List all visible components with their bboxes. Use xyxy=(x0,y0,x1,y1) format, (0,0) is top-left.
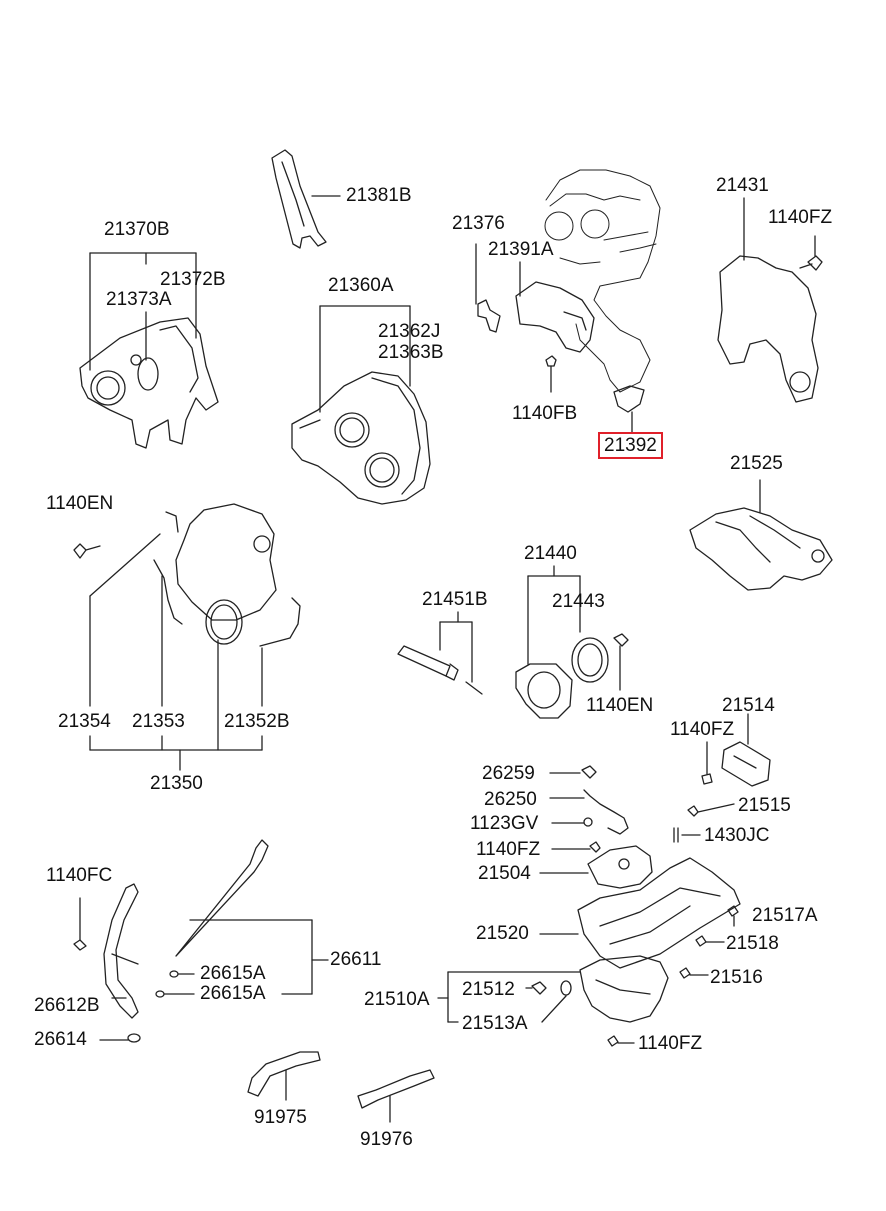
part-label-21515[interactable]: 21515 xyxy=(738,795,791,816)
bolt-1140fz-b[interactable] xyxy=(551,841,601,853)
timing-belt-rear-cover[interactable] xyxy=(79,252,219,449)
cylinder-head-cover-plate[interactable] xyxy=(515,261,595,353)
part-label-21360a[interactable]: 21360A xyxy=(328,275,394,296)
upper-oil-pan[interactable] xyxy=(539,857,741,969)
wiring-bracket-91975[interactable] xyxy=(247,1051,321,1101)
bolt-21516[interactable] xyxy=(679,967,709,979)
part-label-21353[interactable]: 21353 xyxy=(132,711,185,732)
part-label-21504[interactable]: 21504 xyxy=(478,863,531,884)
part-label-21373a[interactable]: 21373A xyxy=(106,289,172,310)
timing-belt-upper-cover[interactable] xyxy=(291,305,431,505)
part-label-1430jc[interactable]: 1430JC xyxy=(704,825,770,846)
lower-oil-pan[interactable] xyxy=(437,955,669,1023)
part-label-26615a-upper[interactable]: 26615A xyxy=(200,963,266,984)
bolt-1140en-right[interactable] xyxy=(613,633,629,691)
part-label-21443[interactable]: 21443 xyxy=(552,591,605,612)
bolt-1140fb[interactable] xyxy=(545,355,557,393)
part-label-21350[interactable]: 21350 xyxy=(150,773,203,794)
part-label-1140fz-top[interactable]: 1140FZ xyxy=(768,207,833,228)
part-label-26250[interactable]: 26250 xyxy=(484,789,537,810)
part-label-21514[interactable]: 21514 xyxy=(722,695,775,716)
timing-belt-guide-rail[interactable] xyxy=(271,149,341,249)
part-label-21372b[interactable]: 21372B xyxy=(160,269,226,290)
part-label-21517a[interactable]: 21517A xyxy=(752,905,818,926)
part-label-26612b[interactable]: 26612B xyxy=(34,995,100,1016)
part-label-21391a[interactable]: 21391A xyxy=(488,239,554,260)
part-label-21518[interactable]: 21518 xyxy=(726,933,779,954)
part-label-1140fz-bottom[interactable]: 1140FZ xyxy=(638,1033,703,1054)
oil-pickup-pipe[interactable] xyxy=(549,765,629,835)
dipstick-ring-lower[interactable] xyxy=(155,990,195,998)
highlighted-bracket-21392[interactable] xyxy=(613,385,645,433)
part-label-21352b[interactable]: 21352B xyxy=(224,711,290,732)
bolt-21517a[interactable] xyxy=(727,905,739,927)
part-label-21513a[interactable]: 21513A xyxy=(462,1013,528,1034)
sealant-tube[interactable] xyxy=(397,611,483,695)
part-label-21520[interactable]: 21520 xyxy=(476,923,529,944)
oil-baffle[interactable] xyxy=(539,845,653,889)
drain-plug-gasket[interactable] xyxy=(541,980,572,1023)
part-label-21363b[interactable]: 21363B xyxy=(378,342,444,363)
bolt-1140en-left[interactable] xyxy=(73,543,101,559)
drain-plug[interactable] xyxy=(525,981,547,995)
part-label-91976[interactable]: 91976 xyxy=(360,1129,413,1150)
tensioner-bracket[interactable] xyxy=(475,243,501,333)
oil-pan-gasket-plate[interactable] xyxy=(721,713,771,787)
part-label-26259[interactable]: 26259 xyxy=(482,763,535,784)
part-label-1140fz-mid[interactable]: 1140FZ xyxy=(670,719,735,740)
oil-dipstick[interactable] xyxy=(175,839,329,995)
timing-belt-lower-cover[interactable] xyxy=(89,503,301,771)
part-label-91975[interactable]: 91975 xyxy=(254,1107,307,1128)
part-label-21381b[interactable]: 21381B xyxy=(346,185,412,206)
part-label-21431[interactable]: 21431 xyxy=(716,175,769,196)
bolt-21518[interactable] xyxy=(695,935,725,947)
pin-1430jc[interactable] xyxy=(673,827,701,843)
wiring-bracket-91976[interactable] xyxy=(357,1069,435,1123)
part-label-21512[interactable]: 21512 xyxy=(462,979,515,1000)
bolt-1140fz-mid[interactable] xyxy=(701,741,713,785)
part-label-21510a[interactable]: 21510A xyxy=(364,989,430,1010)
part-label-26614[interactable]: 26614 xyxy=(34,1029,87,1050)
oil-seal-case[interactable] xyxy=(515,565,581,719)
part-label-1123gv[interactable]: 1123GV xyxy=(470,813,539,834)
bolt-1140fc[interactable] xyxy=(73,897,87,951)
part-label-21451b[interactable]: 21451B xyxy=(422,589,488,610)
part-label-1140en-right[interactable]: 1140EN xyxy=(586,695,654,716)
part-label-1140fc[interactable]: 1140FC xyxy=(46,865,113,886)
part-label-21516[interactable]: 21516 xyxy=(710,967,763,988)
part-label-21362j[interactable]: 21362J xyxy=(378,321,441,342)
dipstick-guide-tube[interactable] xyxy=(103,883,139,1019)
bolt-1140fz-bottom[interactable] xyxy=(607,1035,635,1047)
rear-plate[interactable] xyxy=(717,197,819,403)
part-label-26611[interactable]: 26611 xyxy=(330,949,382,970)
part-label-26615a-lower[interactable]: 26615A xyxy=(200,983,266,1004)
part-label-21376[interactable]: 21376 xyxy=(452,213,505,234)
part-label-1140en-left[interactable]: 1140EN xyxy=(46,493,114,514)
part-label-21354[interactable]: 21354 xyxy=(58,711,111,732)
part-label-21440[interactable]: 21440 xyxy=(524,543,577,564)
bolt-1123gv[interactable] xyxy=(551,817,593,827)
part-label-1140fz-b[interactable]: 1140FZ xyxy=(476,839,541,860)
part-label-21525[interactable]: 21525 xyxy=(730,453,783,474)
engine-block-reference xyxy=(544,169,661,393)
bolt-21515[interactable] xyxy=(687,803,735,817)
dipstick-o-ring[interactable] xyxy=(99,1033,141,1043)
part-label-21392-highlighted[interactable]: 21392 xyxy=(598,432,663,459)
bolt-1140fz-top[interactable] xyxy=(799,235,823,271)
part-label-21370b[interactable]: 21370B xyxy=(104,219,170,240)
oil-pump-cover[interactable] xyxy=(689,479,833,591)
part-label-1140fb[interactable]: 1140FB xyxy=(512,403,578,424)
oil-seal[interactable] xyxy=(571,637,609,683)
dipstick-ring-upper[interactable] xyxy=(169,970,195,978)
